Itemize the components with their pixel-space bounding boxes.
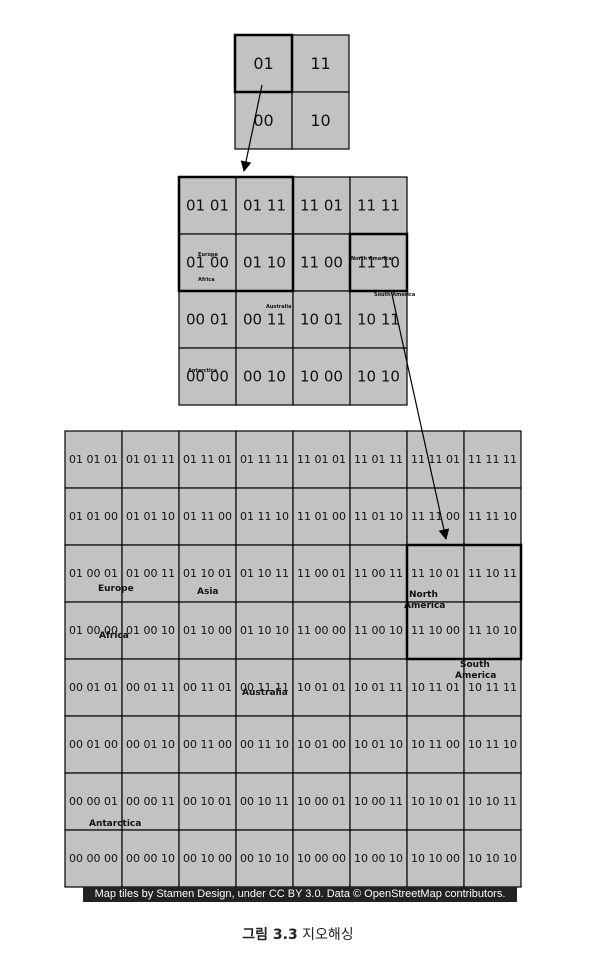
level3-tile-label: 10 01 11 (354, 681, 403, 694)
level3-place-america: America (404, 601, 445, 611)
figure-number: 그림 3.3 (242, 927, 297, 943)
level2-tile-label: 01 11 (243, 197, 286, 215)
figure-title: 지오해싱 (302, 927, 354, 943)
level3-tile-label: 00 01 00 (69, 738, 118, 751)
level2-place-europe: Europe (198, 252, 218, 258)
level3-tile-label: 10 00 00 (297, 852, 346, 865)
level3-tile-label: 11 00 01 (297, 567, 346, 580)
level3-tile-label: 10 11 11 (468, 681, 517, 694)
level3-tile-label: 01 01 11 (126, 453, 175, 466)
level3-tile-label: 00 00 00 (69, 852, 118, 865)
level3-place-australia: Australia (242, 688, 288, 698)
level3-tile-label: 11 00 11 (354, 567, 403, 580)
level3-tile-label: 10 01 10 (354, 738, 403, 751)
level3-tile-label: 10 11 01 (411, 681, 460, 694)
level2-place-australia: Australia (266, 304, 291, 310)
level3-tile-label: 11 00 00 (297, 624, 346, 637)
level3-tile-label: 11 01 01 (297, 453, 346, 466)
level3-tile-label: 01 10 10 (240, 624, 289, 637)
level2-tile-label: 01 10 (243, 254, 286, 272)
level3-tile-label: 00 01 01 (69, 681, 118, 694)
level3-tile-label: 11 10 01 (411, 567, 460, 580)
level3-tile-label: 01 00 11 (126, 567, 175, 580)
level3-tile-label: 10 10 11 (468, 795, 517, 808)
level3-tile-label: 01 10 00 (183, 624, 232, 637)
level3-tile-label: 11 10 00 (411, 624, 460, 637)
level3-tile-label: 11 11 00 (411, 510, 460, 523)
level2-tile-label: 00 10 (243, 368, 286, 386)
level3-tile-label: 01 11 01 (183, 453, 232, 466)
level2-place-antarctica: Antarctica (188, 368, 217, 374)
level3-tile-label: 11 11 01 (411, 453, 460, 466)
level3-tile-label: 00 10 10 (240, 852, 289, 865)
level3-tile-label: 10 01 00 (297, 738, 346, 751)
level3-tile-label: 01 00 01 (69, 567, 118, 580)
level3-tile-label: 01 01 01 (69, 453, 118, 466)
level3-tile-label: 10 00 01 (297, 795, 346, 808)
level3-tile-label: 01 11 00 (183, 510, 232, 523)
level3-place-europe: Europe (98, 584, 134, 594)
level2-tile-label: 00 01 (186, 311, 229, 329)
level1-tile-label: 10 (310, 111, 330, 130)
level3-place-antarctica: Antarctica (89, 819, 141, 829)
level2-place-north-america: North America (351, 256, 392, 262)
level3-place-america-2: America (455, 671, 496, 681)
level2-place-south-america: South America (374, 292, 415, 298)
level3-tile-label: 11 11 10 (468, 510, 517, 523)
level2-tile-label: 10 11 (357, 311, 400, 329)
level3-tile-label: 00 00 10 (126, 852, 175, 865)
level3-tile-label: 10 01 01 (297, 681, 346, 694)
level2-tile-label: 10 00 (300, 368, 343, 386)
level3-tile-label: 00 01 11 (126, 681, 175, 694)
level3-place-north: North (409, 590, 438, 600)
level2-tile-label: 10 01 (300, 311, 343, 329)
level2-tile-label: 11 00 (300, 254, 343, 272)
level3-tile-label: 11 10 11 (468, 567, 517, 580)
level2-place-africa: Africa (198, 277, 215, 283)
level3-tile-label: 11 01 00 (297, 510, 346, 523)
level3-tile-label: 00 11 00 (183, 738, 232, 751)
level2-tile-label: 01 01 (186, 197, 229, 215)
level3-tile-label: 10 10 01 (411, 795, 460, 808)
level3-tile-label: 10 00 10 (354, 852, 403, 865)
figure-caption: 그림 3.3 지오해싱 (0, 924, 596, 944)
level3-place-africa: Africa (99, 631, 129, 641)
level1-tile-label: 01 (253, 54, 273, 73)
level3-tile-label: 01 10 11 (240, 567, 289, 580)
level1-tile-label: 11 (310, 54, 330, 73)
level2-tile-label: 10 10 (357, 368, 400, 386)
level2-tile-label: 11 11 (357, 197, 400, 215)
level3-tile-label: 10 10 10 (468, 852, 517, 865)
level3-tile-label: 11 01 11 (354, 453, 403, 466)
level3-tile-label: 01 00 10 (126, 624, 175, 637)
level3-tile-label: 00 10 11 (240, 795, 289, 808)
level3-tile-label: 10 00 11 (354, 795, 403, 808)
level3-tile-label: 00 00 11 (126, 795, 175, 808)
level3-tile-label: 00 11 10 (240, 738, 289, 751)
level3-tile-label: 01 11 10 (240, 510, 289, 523)
level3-tile-label: 01 10 01 (183, 567, 232, 580)
level3-tile-label: 00 10 01 (183, 795, 232, 808)
level3-place-asia: Asia (197, 587, 218, 597)
level3-tile-label: 11 10 10 (468, 624, 517, 637)
level3-tile-label: 10 11 10 (468, 738, 517, 751)
level3-tile-label: 00 11 01 (183, 681, 232, 694)
level3-tile-label: 11 11 11 (468, 453, 517, 466)
level2-tile-label: 11 01 (300, 197, 343, 215)
level3-tile-label: 01 01 10 (126, 510, 175, 523)
level3-tile-label: 10 10 00 (411, 852, 460, 865)
map-attribution: Map tiles by Stamen Design, under CC BY … (83, 887, 517, 902)
level3-tile-label: 01 01 00 (69, 510, 118, 523)
level3-tile-label: 11 00 10 (354, 624, 403, 637)
level3-tile-label: 00 10 00 (183, 852, 232, 865)
level3-tile-label: 10 11 00 (411, 738, 460, 751)
level3-tile-label: 00 00 01 (69, 795, 118, 808)
level3-tile-label: 01 11 11 (240, 453, 289, 466)
level2-tile-label: 00 11 (243, 311, 286, 329)
level3-place-south: South (460, 660, 490, 670)
level3-tile-label: 11 01 10 (354, 510, 403, 523)
level3-tile-label: 00 01 10 (126, 738, 175, 751)
